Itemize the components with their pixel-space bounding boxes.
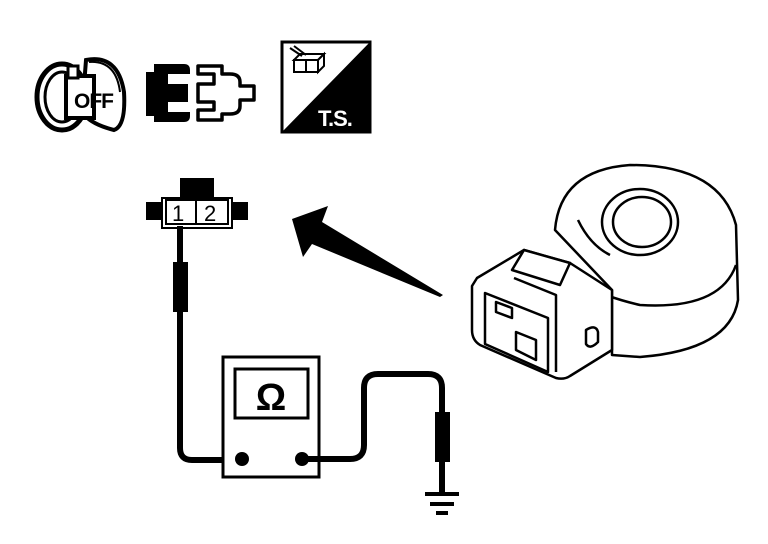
- pointer-arrow-icon: [292, 206, 443, 297]
- meter-terminal-left: [235, 452, 249, 466]
- probe-tip-icon: [435, 412, 450, 462]
- knock-sensor-icon: [470, 163, 740, 380]
- ignition-off-label: OFF: [74, 90, 114, 113]
- probe-lead-2: [302, 371, 450, 492]
- harness-connector-icon: 1 2: [146, 178, 248, 229]
- ground-icon: [425, 492, 459, 515]
- connector-disconnect-icon: [146, 64, 256, 122]
- probe-tip-icon: [173, 262, 188, 312]
- troubleshooting-connector-icon: T.S.: [280, 40, 372, 134]
- ts-label: T.S.: [318, 106, 352, 131]
- terminal-1-label: 1: [172, 201, 184, 226]
- ohm-symbol: Ω: [256, 377, 286, 419]
- terminal-2-label: 2: [204, 201, 216, 226]
- terminal-2: [195, 199, 229, 225]
- probe-lead-1: [173, 226, 242, 463]
- ignition-key-off-icon: OFF: [34, 57, 127, 133]
